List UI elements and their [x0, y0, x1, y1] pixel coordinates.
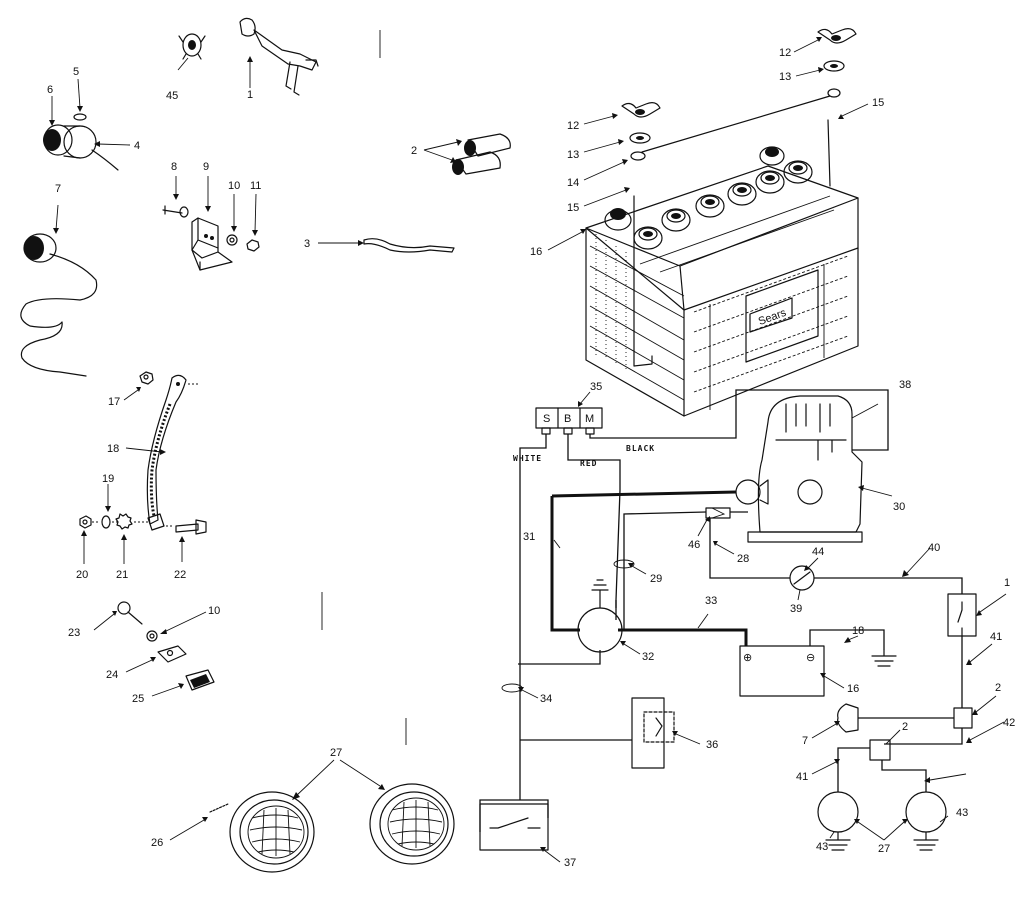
battery-vent-caps: [604, 146, 813, 250]
callout-14: 14: [567, 177, 579, 189]
schematic-wiring: [479, 389, 963, 832]
callout-7: 7: [55, 183, 61, 195]
stray-marks: [321, 30, 407, 745]
callout-12b: 12: [779, 47, 791, 59]
callout-18b: 18: [852, 625, 864, 637]
callout-4: 4: [134, 140, 140, 152]
callout-13b: 13: [779, 71, 791, 83]
callout-24: 24: [106, 669, 118, 681]
solenoid-terminal-b: B: [564, 413, 571, 425]
schematic-ignition-switch: [947, 593, 977, 637]
callout-11: 11: [250, 180, 261, 192]
callout-27: 27: [330, 747, 342, 759]
battery-negative-symbol: ⊖: [806, 652, 815, 664]
callout-numbers: 45 1 6 5 4 7 8 9 10 11 2 3 17 18 19 20 2…: [47, 47, 1015, 869]
callout-21: 21: [116, 569, 128, 581]
callout-23: 23: [68, 627, 80, 639]
callout-32: 32: [642, 651, 654, 663]
callout-42: 42: [1003, 717, 1015, 729]
part-4-gauge-assembly: [43, 78, 131, 171]
callout-43b: 43: [956, 807, 968, 819]
part-35-starter-solenoid: S B M: [535, 391, 603, 435]
callout-20: 20: [76, 569, 88, 581]
part-9-mounting-bracket: [162, 176, 260, 271]
callout-41: 41: [990, 631, 1002, 643]
part-32-regulator: [577, 579, 623, 653]
callout-38: 38: [899, 379, 911, 391]
callout-43: 43: [816, 841, 828, 853]
callout-16b: 16: [847, 683, 859, 695]
callout-17: 17: [108, 396, 120, 408]
callout-8: 8: [171, 161, 177, 173]
callout-44: 44: [812, 546, 824, 558]
callout-3: 3: [304, 238, 310, 250]
callout-22: 22: [174, 569, 186, 581]
schematic-switch-37: [479, 803, 549, 851]
schematic-connector-2a: [953, 707, 973, 729]
callout-46: 46: [688, 539, 700, 551]
callout-30: 30: [893, 501, 905, 513]
callout-16: 16: [530, 246, 542, 258]
part-18-ground-strap: [79, 371, 207, 564]
part-7-light-with-wire: [20, 204, 98, 377]
callout-41b: 41: [796, 771, 808, 783]
callout-9: 9: [203, 161, 209, 173]
callout-19: 19: [102, 473, 114, 485]
callout-40: 40: [928, 542, 940, 554]
callout-18: 18: [107, 443, 119, 455]
part-24-clamp-plate: [93, 601, 215, 697]
callout-29: 29: [650, 573, 662, 585]
schematic-battery: ⊕ ⊖: [739, 645, 825, 697]
callout-10b: 10: [208, 605, 220, 617]
callout-35: 35: [590, 381, 602, 393]
callout-1b: 1: [1004, 577, 1010, 589]
schematic-headlights-43: [817, 791, 947, 851]
wire-label-red: RED: [580, 459, 597, 468]
schematic-sensor-39: [789, 565, 815, 591]
callout-2: 2: [411, 145, 417, 157]
callout-25: 25: [132, 693, 144, 705]
solenoid-terminal-s: S: [543, 413, 550, 425]
wire-label-white: WHITE: [513, 454, 542, 463]
callout-34: 34: [540, 693, 552, 705]
callout-5: 5: [73, 66, 79, 78]
callout-39: 39: [790, 603, 802, 615]
callout-7b: 7: [802, 735, 808, 747]
callout-2b: 2: [995, 682, 1001, 694]
callout-15: 15: [567, 202, 579, 214]
callout-33: 33: [705, 595, 717, 607]
battery-hold-down-hardware: [547, 28, 869, 251]
callout-6: 6: [47, 84, 53, 96]
part-30-engine: [735, 395, 893, 543]
callout-13: 13: [567, 149, 579, 161]
part-45-switch-knob: [177, 33, 206, 71]
part-2-connectors: [423, 133, 511, 175]
wire-label-black: BLACK: [626, 444, 655, 453]
part-1-key-switch: [239, 17, 319, 96]
schematic-leader-lines: [518, 403, 1007, 863]
battery-positive-symbol: ⊕: [743, 652, 752, 664]
callout-36: 36: [706, 739, 718, 751]
schematic-light-7: [837, 703, 859, 733]
callout-2c: 2: [902, 721, 908, 733]
callout-31: 31: [523, 531, 535, 543]
callout-12: 12: [567, 120, 579, 132]
callout-26: 26: [151, 837, 163, 849]
schematic-relay-36: [631, 697, 675, 769]
callout-45: 45: [166, 90, 178, 102]
schematic-ground-18: [871, 649, 897, 667]
solenoid-terminal-m: M: [585, 413, 594, 425]
schematic-connector-2b: [869, 739, 891, 761]
callout-37: 37: [564, 857, 576, 869]
callout-15b: 15: [872, 97, 884, 109]
part-3-spring-clip: [318, 238, 455, 253]
callout-1: 1: [247, 89, 253, 101]
part-16-battery: Sears: [585, 88, 859, 417]
callout-10: 10: [228, 180, 240, 192]
callout-28: 28: [737, 553, 749, 565]
part-27-headlights: [169, 759, 455, 873]
callout-27b: 27: [878, 843, 890, 855]
